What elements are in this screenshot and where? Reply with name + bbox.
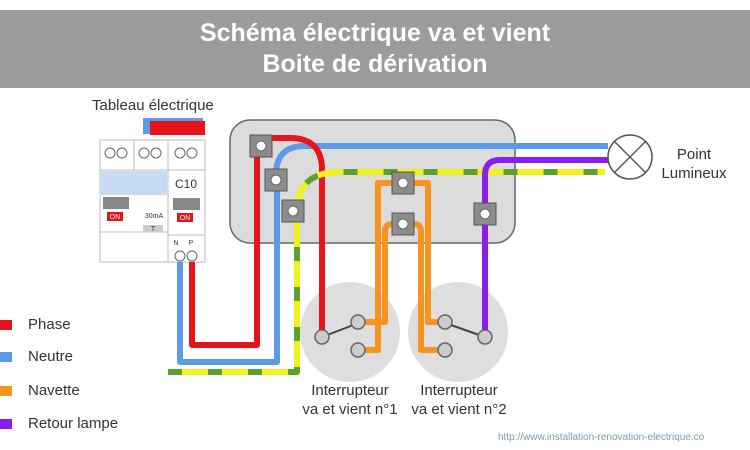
- switch-1-label: Interrupteur va et vient n°1: [300, 381, 400, 419]
- switch-2-label-line-1: Interrupteur: [420, 382, 498, 399]
- lamp-label-line-2: Lumineux: [661, 165, 727, 182]
- title-line-1: Schéma électrique va et vient: [199, 19, 551, 47]
- legend-swatch-navette: [0, 385, 12, 396]
- breaker-rating: C10: [175, 177, 197, 191]
- diff-type: T: [151, 226, 156, 233]
- switch-1-label-line-2: va et vient n°1: [302, 401, 398, 418]
- legend-neutre: Neutre: [0, 348, 73, 365]
- switch-2-label: Interrupteur va et vient n°2: [406, 381, 512, 419]
- legend-label: Retour lampe: [28, 415, 119, 432]
- terminal-blocks: [249, 134, 497, 236]
- legend-navette: Navette: [0, 382, 80, 399]
- breaker-on-label: ON: [180, 215, 191, 222]
- lamp-icon: [607, 134, 653, 180]
- legend-label: Neutre: [28, 348, 74, 365]
- legend-swatch-neutre: [0, 351, 12, 362]
- phase-wire-switch: [262, 135, 325, 337]
- switch-1-label-line-1: Interrupteur: [311, 382, 389, 399]
- panel-label: Tableau électrique: [92, 97, 214, 114]
- lamp-label: Point Lumineux: [660, 145, 728, 183]
- phase-terminal-label: P: [189, 240, 194, 247]
- electrical-panel: [99, 118, 206, 263]
- diff-on-label: ON: [110, 214, 121, 221]
- switch-2-label-line-2: va et vient n°2: [411, 401, 507, 418]
- traveler-wire-2a: [403, 180, 445, 325]
- traveler-wire-1a: [358, 180, 403, 353]
- legend-phase: Phase: [0, 316, 71, 333]
- legend-swatch-retour: [0, 418, 12, 429]
- legend-retour-lampe: Retour lampe: [0, 415, 118, 432]
- title-line-2: Boite de dérivation: [262, 50, 488, 78]
- phase-wire-panel: [189, 146, 260, 348]
- source-url[interactable]: http://www.installation-renovation-elect…: [498, 432, 705, 443]
- neutral-terminal-label: N: [173, 240, 178, 247]
- legend-label: Phase: [28, 316, 71, 333]
- diff-rating: 30mA: [145, 213, 164, 220]
- legend-label: Navette: [28, 382, 80, 399]
- lamp-label-line-1: Point: [676, 146, 712, 163]
- switch-contacts: [314, 314, 493, 358]
- legend-swatch-phase: [0, 319, 12, 330]
- title-banner: Schéma électrique va et vient Boite de d…: [0, 10, 750, 88]
- return-wire: [482, 157, 608, 337]
- neutral-wire-panel: [177, 180, 280, 365]
